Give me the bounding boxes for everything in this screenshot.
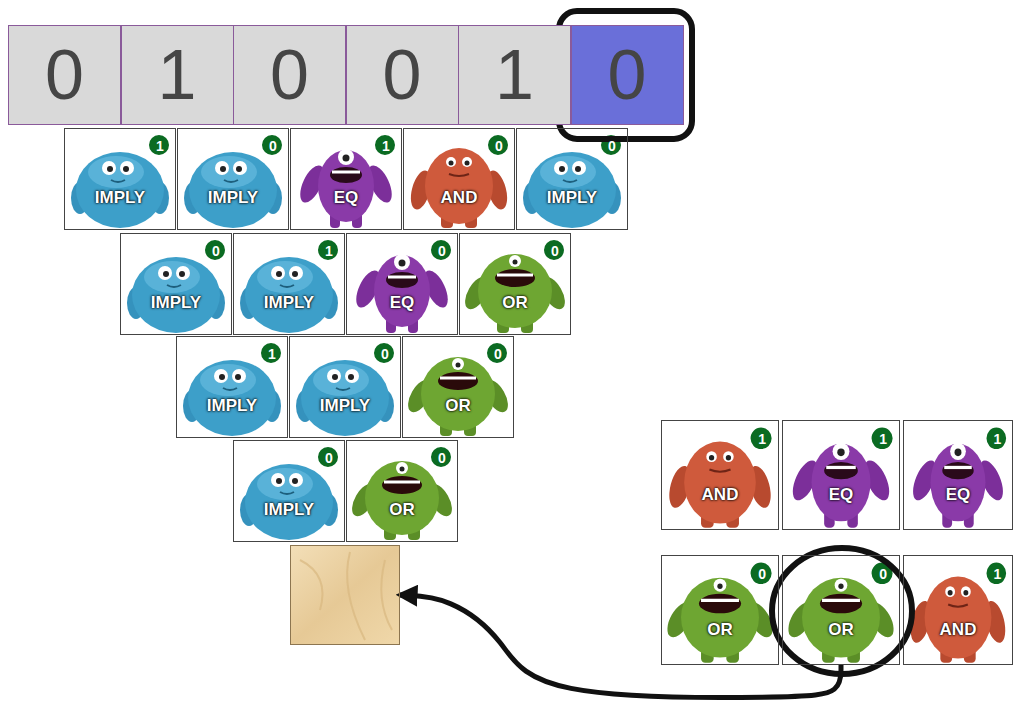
gate-name: OR [783, 619, 899, 641]
output-badge: 1 [318, 240, 340, 262]
bit-value: 0 [45, 40, 84, 110]
gate-name: IMPLY [65, 187, 175, 209]
gate-name: IMPLY [234, 292, 344, 314]
gate-tile: EQ 1 [903, 420, 1013, 530]
bit-value: 1 [495, 40, 534, 110]
output-badge: 1 [751, 428, 773, 450]
output-badge: 1 [149, 135, 171, 157]
gate-name: EQ [347, 292, 457, 314]
output-badge: 1 [375, 135, 397, 157]
gate-tile: IMPLY 1 [233, 233, 345, 335]
bit-value: 1 [158, 40, 197, 110]
output-badge: 0 [205, 240, 227, 262]
output-badge: 0 [751, 563, 773, 585]
gate-name: EQ [904, 484, 1012, 506]
gate-tile: IMPLY 1 [176, 336, 288, 438]
gate-tile: IMPLY 0 [233, 440, 345, 542]
bit-value: 0 [608, 40, 647, 110]
bit-cell: 0 [346, 25, 459, 125]
output-badge: 0 [374, 343, 396, 365]
gate-name: OR [662, 619, 778, 641]
gate-name: IMPLY [178, 187, 288, 209]
gate-name: IMPLY [121, 292, 231, 314]
output-badge: 0 [488, 135, 510, 157]
gate-tile: OR 0 [402, 336, 514, 438]
gate-name: AND [404, 187, 514, 209]
bit-value: 0 [270, 40, 309, 110]
gate-name: EQ [291, 187, 401, 209]
gate-tile: AND 1 [903, 555, 1013, 665]
output-badge: 1 [986, 563, 1008, 585]
gate-tile: EQ 1 [782, 420, 900, 530]
bit-cell: 0 [8, 25, 121, 125]
bit-cell: 0 [571, 25, 684, 125]
gate-tile: IMPLY 0 [177, 128, 289, 230]
gate-name: AND [662, 484, 778, 506]
gate-tile: OR 0 [346, 440, 458, 542]
gate-name: IMPLY [290, 395, 400, 417]
output-badge: 0 [872, 563, 894, 585]
gate-tile: OR 0 [661, 555, 779, 665]
output-badge: 0 [431, 240, 453, 262]
output-badge: 1 [986, 428, 1008, 450]
gate-name: OR [347, 499, 457, 521]
output-badge: 0 [544, 240, 566, 262]
gate-name: IMPLY [517, 187, 627, 209]
gate-tile: IMPLY 0 [120, 233, 232, 335]
gate-tile: EQ 0 [346, 233, 458, 335]
move-arrow [400, 595, 841, 698]
gate-name: EQ [783, 484, 899, 506]
output-badge: 0 [262, 135, 284, 157]
gate-tile: IMPLY 0 [289, 336, 401, 438]
bit-cell: 1 [121, 25, 234, 125]
bit-value: 0 [383, 40, 422, 110]
gate-name: IMPLY [177, 395, 287, 417]
output-badge: 1 [261, 343, 283, 365]
gate-name: AND [904, 619, 1012, 641]
gate-tile: OR 0 [782, 555, 900, 665]
gate-name: IMPLY [234, 499, 344, 521]
gate-tile: OR 0 [459, 233, 571, 335]
gate-tile: IMPLY 1 [64, 128, 176, 230]
gate-name: OR [460, 292, 570, 314]
output-badge: 0 [318, 447, 340, 469]
output-badge: 0 [431, 447, 453, 469]
gate-tile: AND 1 [661, 420, 779, 530]
gate-name: OR [403, 395, 513, 417]
gate-tile: IMPLY 0 [516, 128, 628, 230]
gate-tile: EQ 1 [290, 128, 402, 230]
bit-cell: 1 [458, 25, 571, 125]
output-badge: 1 [872, 428, 894, 450]
output-badge: 0 [487, 343, 509, 365]
output-badge: 0 [601, 135, 623, 157]
bit-cell: 0 [233, 25, 346, 125]
empty-slot [290, 545, 400, 645]
gate-tile: AND 0 [403, 128, 515, 230]
